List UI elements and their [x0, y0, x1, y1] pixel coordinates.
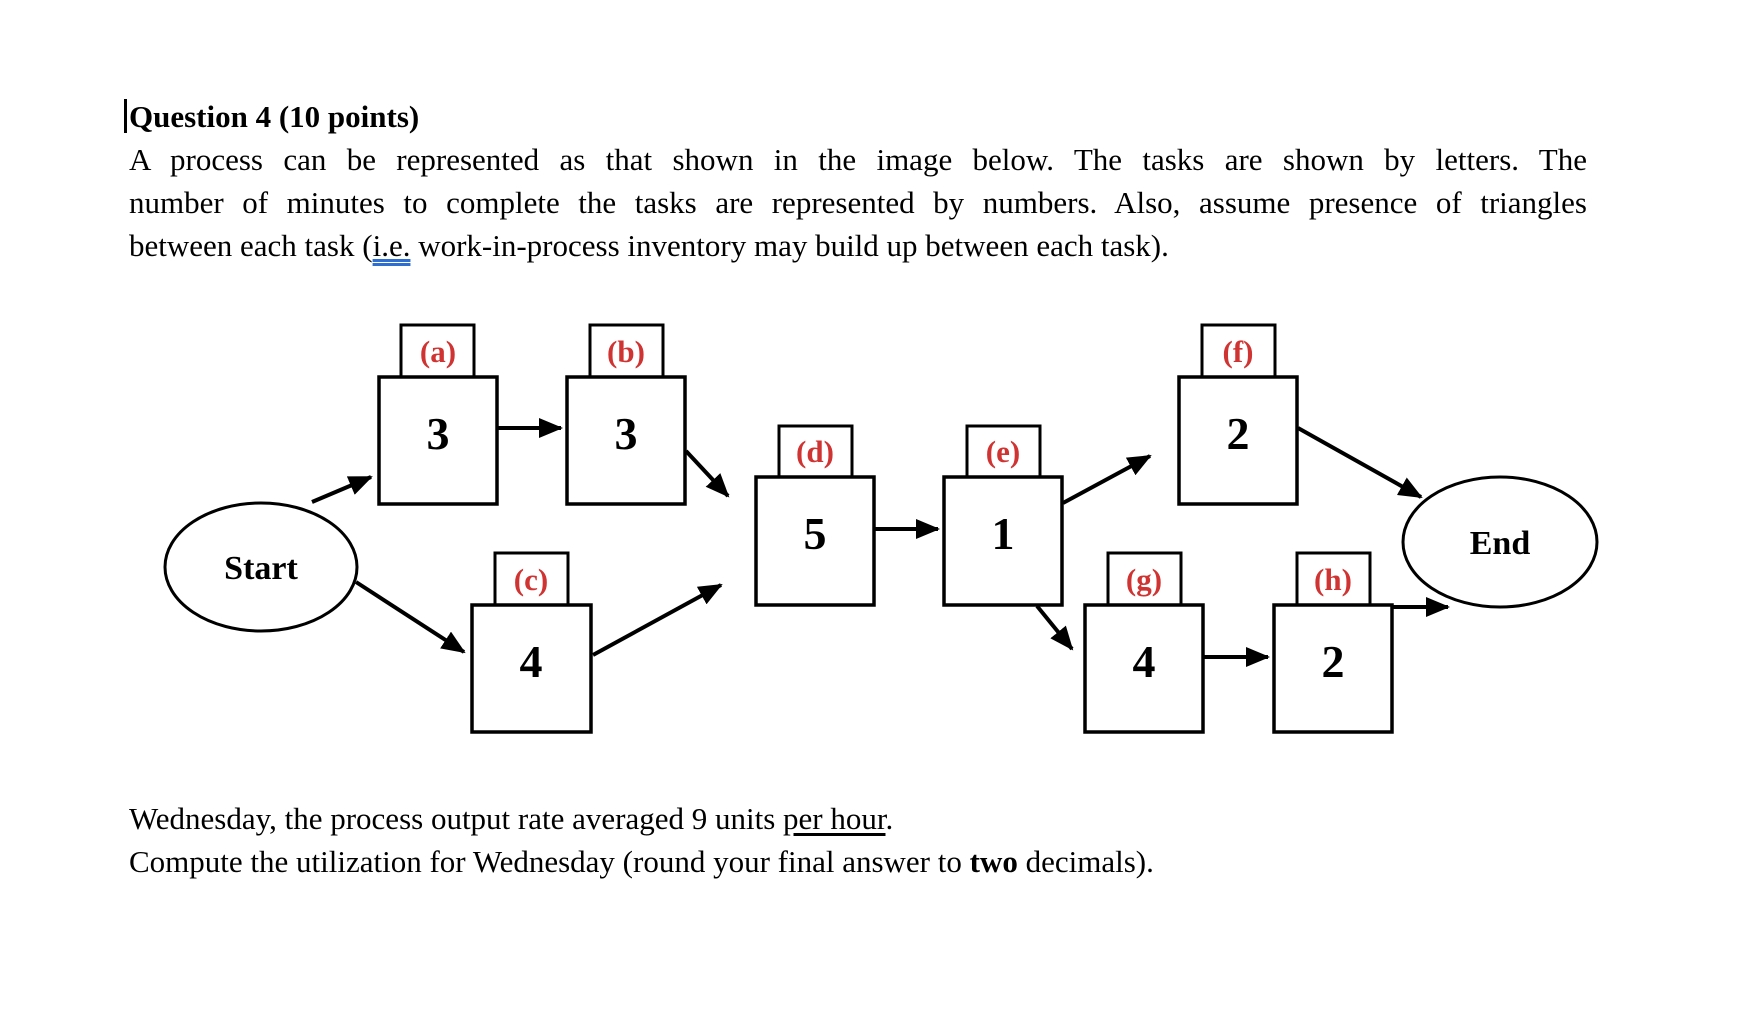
task-label-g: (g) [1126, 562, 1162, 597]
question-body-line3: between each task (i.e. work-in-process … [129, 224, 1587, 267]
start-ellipse [163, 501, 359, 633]
question-title-text: Question 4 (10 points) [129, 99, 420, 134]
task-label-e: (e) [986, 434, 1020, 469]
question-body-line1: A process can be represented as that sho… [129, 142, 1587, 177]
body-line3-post: work-in-process inventory may build up b… [410, 228, 1169, 263]
question-text-block: Question 4 (10 points) A process can be … [124, 95, 1587, 267]
start-label: Start [224, 550, 298, 587]
footer-line1-pre: Wednesday, the process output rate avera… [129, 801, 784, 836]
task-minutes-b: 3 [615, 408, 638, 459]
task-minutes-e: 1 [992, 508, 1015, 559]
question-title: Question 4 (10 points) [124, 95, 1587, 138]
task-label-f: (f) [1223, 334, 1254, 369]
task-box-e [942, 475, 1064, 607]
task-label-b: (b) [607, 334, 645, 369]
end-label: End [1470, 525, 1531, 562]
edge-c-to-d [592, 583, 723, 657]
grammar-checked-word: i.e. [372, 228, 411, 263]
task-minutes-f: 2 [1227, 408, 1250, 459]
edge-start-to-c [354, 580, 466, 654]
task-label-box-g [1106, 551, 1183, 607]
task-minutes-d: 5 [804, 508, 827, 559]
body-line3-pre: between each task ( [129, 228, 373, 263]
footer-line1: Wednesday, the process output rate avera… [129, 797, 1629, 840]
task-label-h: (h) [1314, 562, 1352, 597]
task-minutes-g: 4 [1133, 636, 1156, 687]
task-box-d [754, 475, 876, 607]
edge-b-to-d [684, 449, 730, 498]
text-cursor [124, 99, 127, 133]
footer-line2-post: decimals). [1017, 844, 1154, 879]
task-box-c [470, 603, 593, 734]
edge-start-to-a [311, 475, 373, 504]
edge-f-to-end [1297, 426, 1423, 499]
task-minutes-h: 2 [1322, 636, 1345, 687]
footer-line2-bold: two [969, 844, 1018, 879]
footer-text-block: Wednesday, the process output rate avera… [129, 797, 1629, 883]
task-label-c: (c) [514, 562, 548, 597]
edge-e-to-g [1035, 604, 1074, 651]
task-label-box-e [965, 424, 1042, 479]
task-label-a: (a) [420, 334, 456, 369]
task-minutes-c: 4 [520, 636, 543, 687]
end-ellipse [1401, 475, 1599, 609]
task-label-box-d [777, 424, 854, 479]
footer-line2-pre: Compute the utilization for Wednesday (r… [129, 844, 970, 879]
edge-e-to-f [1062, 454, 1152, 505]
task-minutes-a: 3 [427, 408, 450, 459]
task-label-box-h [1295, 551, 1372, 607]
task-box-f [1177, 375, 1299, 506]
task-label-box-a [399, 323, 476, 379]
task-box-a [377, 375, 499, 506]
task-label-d: (d) [796, 434, 834, 469]
footer-line1-underlined: per hour [783, 801, 886, 836]
question-body-line2: number of minutes to complete the tasks … [129, 185, 1587, 220]
task-box-b [565, 375, 687, 506]
task-box-g [1083, 603, 1205, 734]
footer-line1-post: . [885, 801, 894, 836]
task-label-box-b [588, 323, 665, 379]
footer-line2: Compute the utilization for Wednesday (r… [129, 840, 1629, 883]
task-box-h [1272, 603, 1394, 734]
